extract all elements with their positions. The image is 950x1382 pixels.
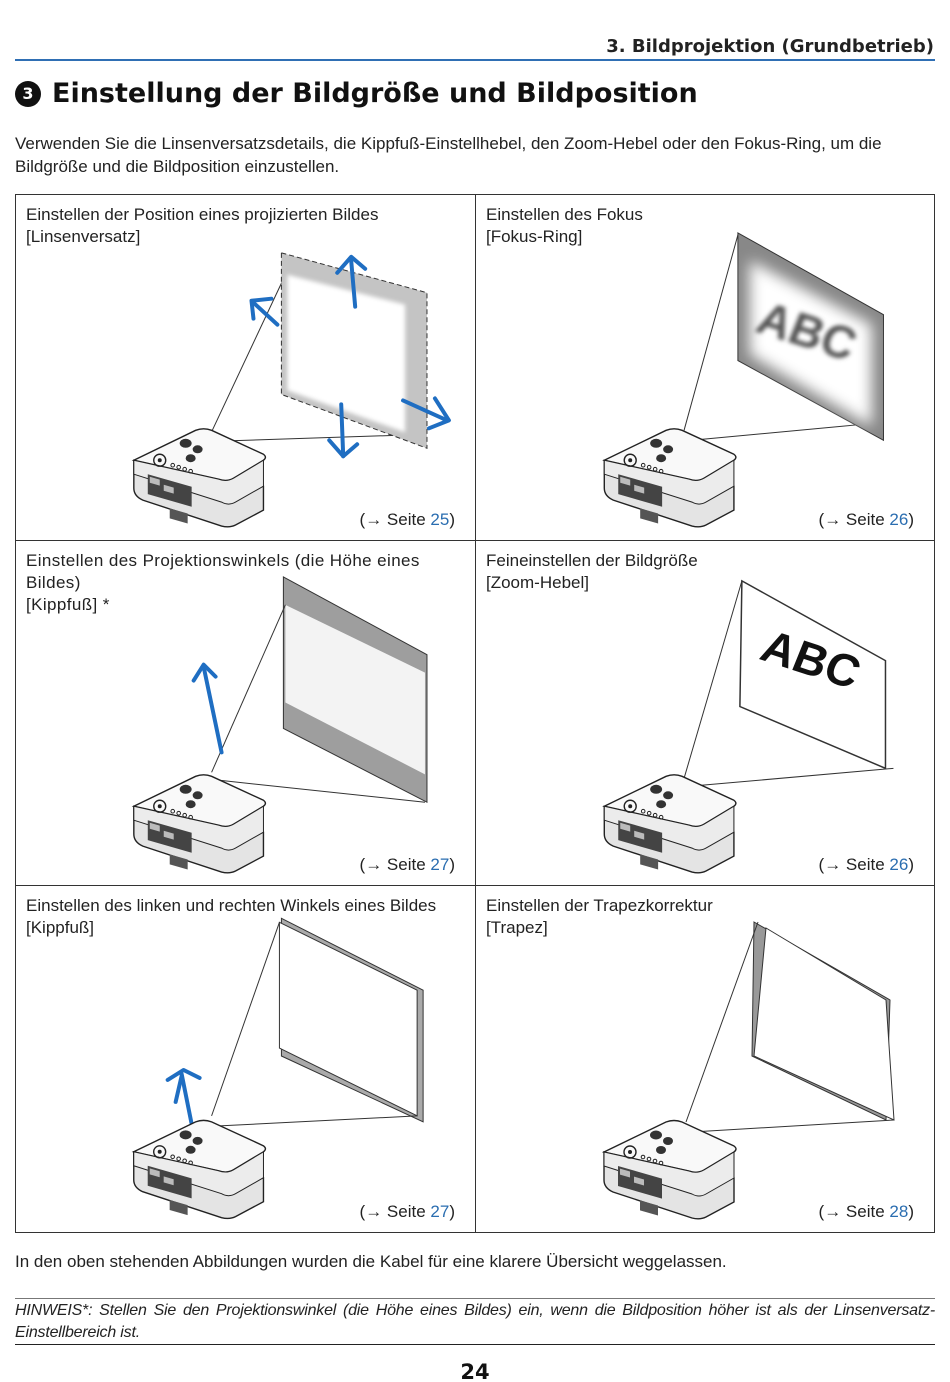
panel-focus: Einstellen des Fokus [Fokus-Ring] ABC (→… bbox=[476, 195, 934, 541]
left-right-angle-illustration bbox=[133, 917, 424, 1220]
page-link[interactable]: 27 bbox=[430, 855, 450, 874]
projected-image bbox=[285, 604, 425, 775]
shift-arrows-icon bbox=[249, 254, 451, 459]
zoom-illustration: ABC bbox=[603, 579, 894, 874]
page-link[interactable]: 26 bbox=[889, 510, 909, 529]
panel-caption: Feineinstellen der Bildgröße [Zoom-Hebel… bbox=[486, 551, 698, 592]
keystone-illustration bbox=[603, 921, 895, 1220]
page-link[interactable]: 28 bbox=[889, 1202, 909, 1221]
page-reference[interactable]: (→ Seite 28) bbox=[818, 1202, 914, 1221]
focus-illustration: ABC bbox=[603, 232, 884, 528]
divider bbox=[15, 1344, 935, 1345]
projector-icon bbox=[603, 1119, 737, 1220]
page-reference[interactable]: (→ Seite 26) bbox=[818, 855, 914, 874]
projector-icon bbox=[133, 428, 267, 528]
projector-icon bbox=[133, 774, 267, 874]
panel-caption: Einstellen der Trapezkorrektur [Trapez] bbox=[486, 896, 713, 937]
panel-caption: Einstellen des Fokus [Fokus-Ring] bbox=[486, 205, 643, 246]
panel-zoom: Feineinstellen der Bildgröße [Zoom-Hebel… bbox=[476, 541, 934, 886]
illustration-grid: Einstellen der Position eines projiziert… bbox=[15, 194, 935, 1233]
panel-caption: Einstellen des linken und rechten Winkel… bbox=[26, 896, 437, 937]
projector-icon bbox=[133, 1119, 267, 1220]
projected-image bbox=[753, 927, 895, 1121]
panel-caption: Einstellen des Projektionswinkels (die H… bbox=[26, 551, 420, 614]
page-number: 24 bbox=[460, 1360, 490, 1382]
chapter-title: 3. Bildprojektion (Grundbetrieb) bbox=[606, 36, 934, 57]
page-link[interactable]: 26 bbox=[889, 855, 909, 874]
projector-icon bbox=[603, 774, 737, 874]
projector-icon bbox=[603, 428, 737, 528]
page-link[interactable]: 27 bbox=[430, 1202, 450, 1221]
projection-angle-illustration bbox=[133, 576, 428, 874]
panel-projection-angle: Einstellen des Projektionswinkels (die H… bbox=[16, 541, 476, 886]
section-number-badge: 3 bbox=[15, 80, 41, 107]
page-reference[interactable]: (→ Seite 26) bbox=[818, 510, 914, 529]
page-reference[interactable]: (→ Seite 27) bbox=[359, 1202, 455, 1221]
page-link[interactable]: 25 bbox=[430, 510, 450, 529]
section-heading: 3 Einstellung der Bildgröße und Bildposi… bbox=[15, 78, 698, 109]
projected-image bbox=[739, 579, 887, 770]
section-title: Einstellung der Bildgröße und Bildpositi… bbox=[52, 78, 698, 109]
panel-left-right-angle: Einstellen des linken und rechten Winkel… bbox=[16, 886, 476, 1232]
header-rule bbox=[15, 59, 935, 61]
panel-caption: Einstellen der Position eines projiziert… bbox=[26, 205, 379, 246]
cable-note: In den oben stehenden Abbildungen wurden… bbox=[15, 1252, 727, 1271]
tilt-up-arrow-icon bbox=[165, 1067, 202, 1126]
projected-image bbox=[287, 274, 406, 433]
page-reference[interactable]: (→ Seite 25) bbox=[359, 510, 455, 529]
panel-keystone: Einstellen der Trapezkorrektur [Trapez] … bbox=[476, 886, 934, 1232]
tilt-up-arrow-icon bbox=[191, 662, 224, 755]
lens-shift-illustration bbox=[133, 252, 451, 528]
intro-paragraph: Verwenden Sie die Linsenversatzsdetails,… bbox=[15, 134, 882, 176]
divider bbox=[15, 1298, 935, 1299]
panel-lens-shift: Einstellen der Position eines projiziert… bbox=[16, 195, 476, 541]
hint-note: HINWEIS*: Stellen Sie den Projektionswin… bbox=[15, 1302, 935, 1341]
page-reference[interactable]: (→ Seite 27) bbox=[359, 855, 455, 874]
